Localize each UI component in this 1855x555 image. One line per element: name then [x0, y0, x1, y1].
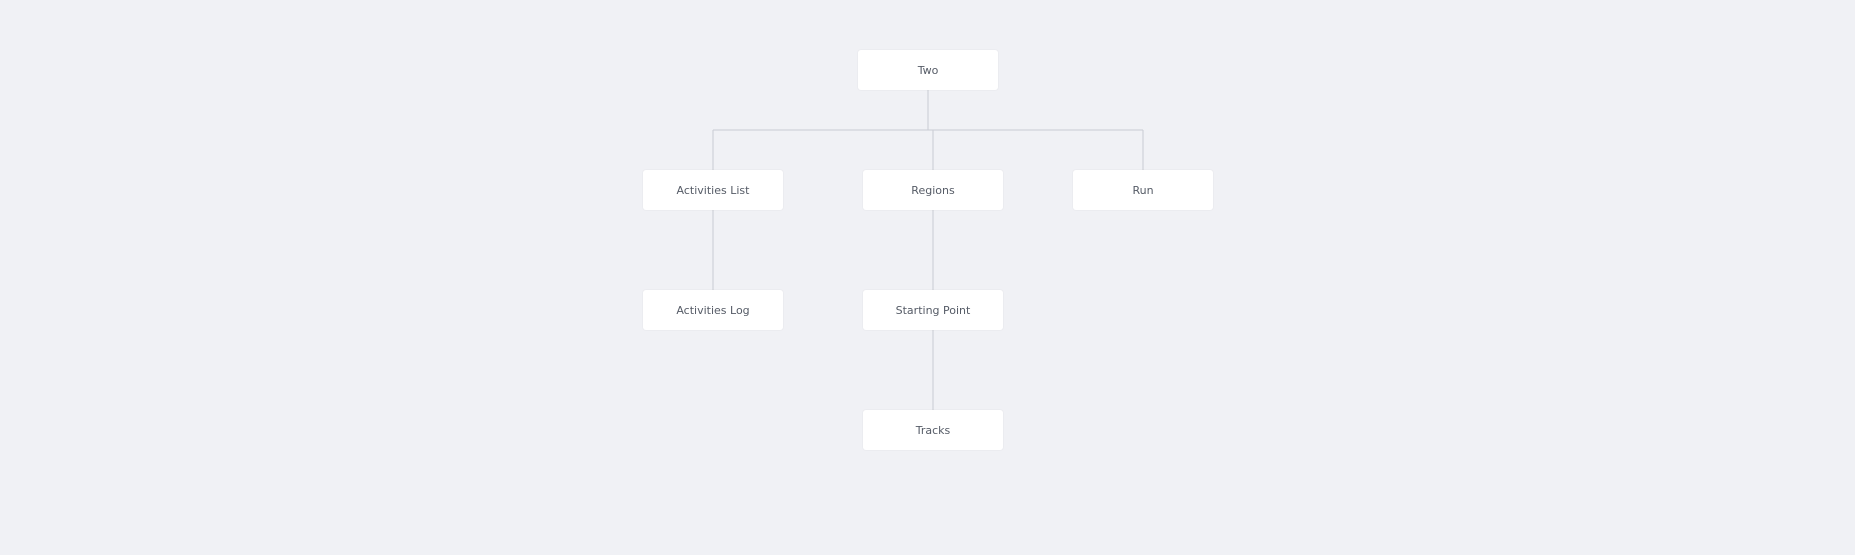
node-regions[interactable]: Regions — [863, 170, 1003, 210]
node-activities-log[interactable]: Activities Log — [643, 290, 783, 330]
node-label: Regions — [911, 183, 955, 197]
node-activities-list[interactable]: Activities List — [643, 170, 783, 210]
node-label: Activities Log — [676, 303, 750, 317]
node-label: Run — [1132, 183, 1154, 197]
node-label: Activities List — [676, 183, 750, 197]
node-label: Two — [917, 63, 939, 77]
node-starting-point[interactable]: Starting Point — [863, 290, 1003, 330]
node-label: Starting Point — [895, 303, 971, 317]
node-label: Tracks — [915, 423, 951, 437]
node-run[interactable]: Run — [1073, 170, 1213, 210]
node-tracks[interactable]: Tracks — [863, 410, 1003, 450]
node-two[interactable]: Two — [858, 50, 998, 90]
